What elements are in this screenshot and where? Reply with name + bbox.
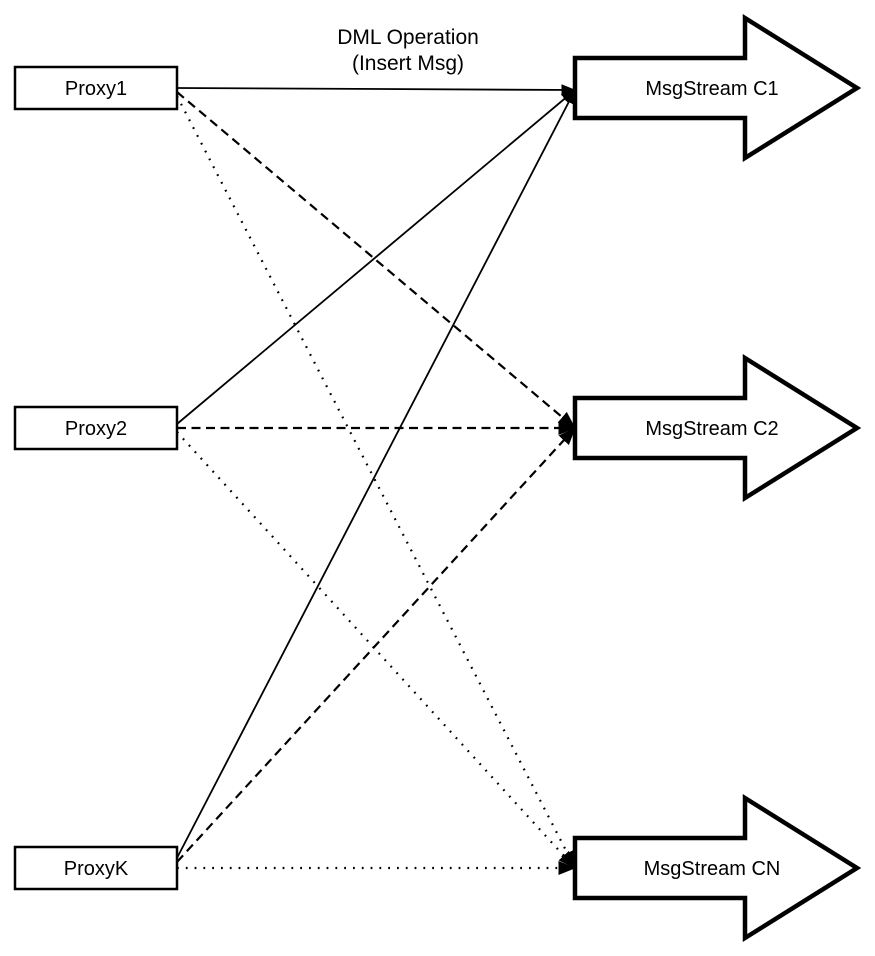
dml-operation-annotation: DML Operation (Insert Msg) [337, 26, 479, 75]
proxy2-node: Proxy2 [13, 405, 179, 451]
proxy2-label: Proxy2 [65, 418, 127, 440]
edge-proxy1-to-c2 [176, 91, 576, 429]
proxyk-box [13, 845, 179, 891]
proxy1-label: Proxy1 [65, 78, 127, 100]
msgstream-cn-arrow-shape [572, 793, 862, 943]
msgstream-c1-node [572, 13, 862, 163]
msgstream-c1-label: MsgStream C1 [645, 78, 778, 100]
msgstream-cn-label: MsgStream CN [644, 858, 781, 880]
edge-proxyk-to-c1 [176, 89, 576, 859]
msgstream-c2-node [572, 353, 862, 503]
edges [176, 84, 576, 876]
edge-proxyk-to-c2 [176, 427, 576, 863]
proxyk-label: ProxyK [64, 858, 129, 880]
dml-operation-label-line2: (Insert Msg) [352, 52, 464, 75]
proxy2-box [13, 405, 179, 451]
edge-proxy2-to-cn [176, 431, 576, 869]
msgstream-c1-arrow-shape [572, 13, 862, 163]
edge-proxy1-to-cn [176, 95, 576, 869]
msgstream-cn-node [572, 793, 862, 943]
proxyk-node: ProxyK [13, 845, 179, 891]
msgstream-c2-arrow-shape [572, 353, 862, 503]
proxy1-node: Proxy1 [13, 65, 179, 111]
dml-operation-label-line1: DML Operation [337, 26, 479, 49]
proxy1-box [13, 65, 179, 111]
edge-proxy2-to-c1 [176, 89, 576, 425]
edge-proxy1-to-c1 [176, 84, 576, 96]
msgstream-c2-label: MsgStream C2 [645, 418, 778, 440]
